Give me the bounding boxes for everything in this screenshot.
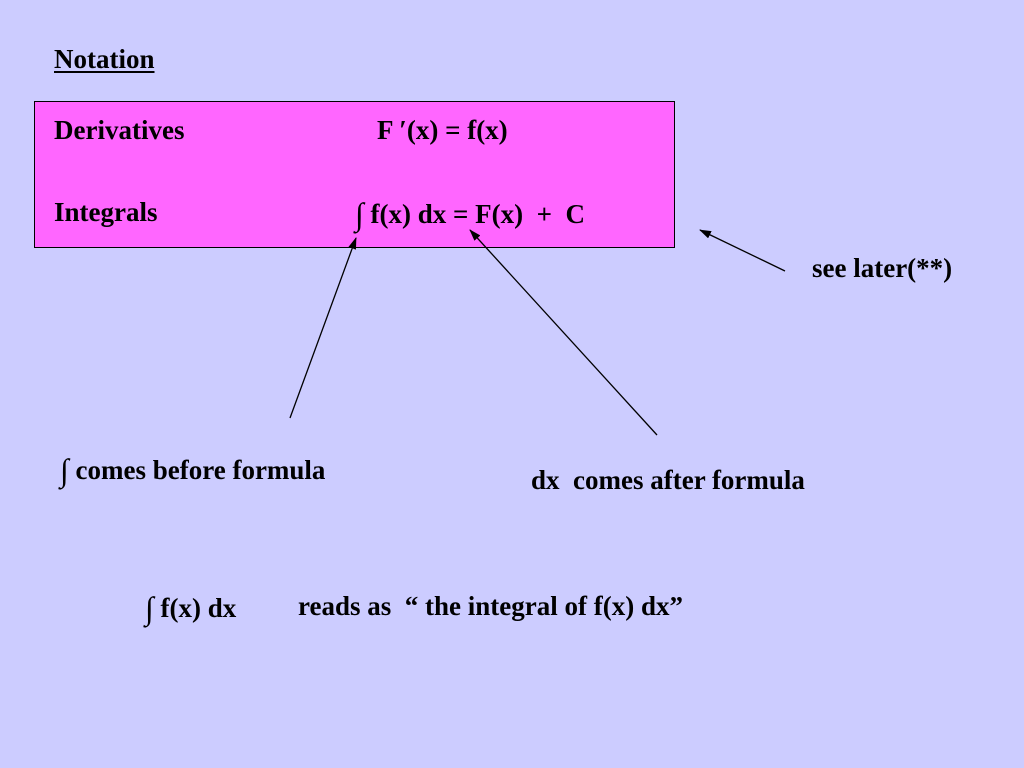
integral-sign-icon: ∫: [145, 590, 154, 626]
page-title: Notation: [54, 44, 155, 74]
integrals-label: Integrals: [54, 197, 158, 227]
reads-as-expression: ∫ f(x) dx: [145, 590, 237, 624]
reads-as-text: reads as “ the integral of f(x) dx”: [298, 591, 683, 621]
integrals-formula-text: f(x) dx = F(x) + C: [363, 199, 585, 229]
integral-sign-icon: ∫: [355, 196, 364, 232]
reads-as-expression-text: f(x) dx: [153, 593, 237, 623]
annotation-comes-before-text: comes before formula: [68, 455, 326, 485]
integrals-formula: ∫ f(x) dx = F(x) + C: [355, 196, 585, 230]
notation-box: [34, 101, 675, 248]
annotation-comes-before: ∫ comes before formula: [60, 452, 326, 486]
arrow-to-integral-sign: [289, 237, 357, 419]
integral-sign-icon: ∫: [60, 452, 69, 488]
annotation-comes-after: dx comes after formula: [531, 465, 805, 495]
derivatives-label: Derivatives: [54, 115, 185, 145]
arrow-to-dx: [469, 229, 658, 436]
arrow-to-constant: [699, 229, 786, 272]
see-later-note: see later(**): [812, 253, 953, 283]
derivatives-formula: F ′(x) = f(x): [377, 115, 508, 145]
